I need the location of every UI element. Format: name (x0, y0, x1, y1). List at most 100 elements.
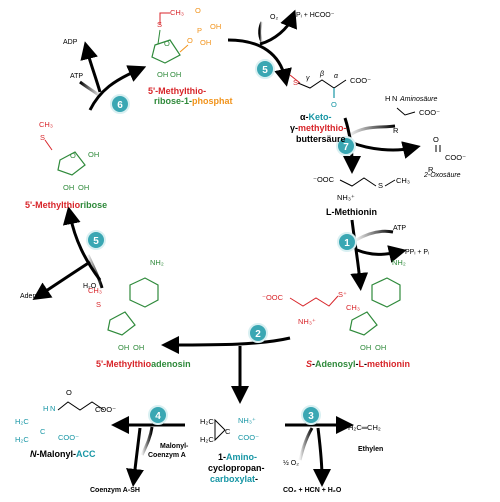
svg-text:OH: OH (200, 38, 211, 47)
svg-text:COO⁻: COO⁻ (58, 433, 79, 442)
svg-text:N: N (50, 404, 55, 413)
svg-text:H: H (385, 94, 390, 103)
svg-text:H₂C: H₂C (200, 435, 214, 444)
svg-text:NH₂: NH₂ (392, 258, 406, 267)
atp-label-1: ATP (393, 225, 406, 232)
malacc-structure: H₂C H₂C C H N O COO⁻ COO⁻ (15, 388, 116, 444)
kmb-name-line2: γ-methylthio- (290, 123, 347, 133)
svg-text:R: R (428, 165, 434, 174)
svg-text:γ: γ (306, 75, 310, 82)
ethylen-label: Ethylen (358, 446, 383, 453)
svg-text:H₂C: H₂C (15, 417, 29, 426)
svg-text:CH₃: CH₃ (88, 286, 102, 295)
svg-text:⁻OOC: ⁻OOC (262, 293, 284, 302)
svg-text:O: O (433, 135, 439, 144)
mtr-structure: CH₃ S O OH OH OH (39, 120, 99, 192)
mtr-name: 5'-Methylthioribose (25, 200, 107, 210)
svg-text:C: C (40, 427, 46, 436)
svg-text:OH: OH (88, 150, 99, 159)
svg-text:OH: OH (133, 343, 144, 352)
methionin-structure: ⁻OOC S CH₃ NH₃⁺ (313, 175, 410, 202)
step-5-left: 5 (86, 230, 106, 250)
svg-text:1: 1 (344, 238, 350, 249)
arrow-atp1-in (355, 229, 394, 242)
svg-text:C: C (225, 427, 231, 436)
svg-text:S⁺: S⁺ (338, 290, 347, 299)
svg-text:5: 5 (93, 236, 99, 247)
svg-text:COO⁻: COO⁻ (95, 405, 116, 414)
arrow-to-adp (80, 41, 102, 93)
half-o2-label: ½ O₂ (283, 459, 299, 467)
malonyl-coa-line2: Coenzym A (148, 452, 186, 459)
svg-text:O: O (331, 100, 337, 109)
svg-text:OH: OH (170, 70, 181, 79)
pi-hcoo-label: Pᵢ + HCOO⁻ (296, 12, 335, 19)
svg-text:COO⁻: COO⁻ (238, 433, 259, 442)
svg-text:NH₃⁺: NH₃⁺ (337, 193, 355, 202)
step-3: 3 (301, 405, 321, 425)
arrow-mtr-to-mtrp (88, 65, 147, 111)
arrow-aminosaeure-in (349, 124, 396, 137)
mtrp-structure: CH₃ S O OH OH O P O OH OH (151, 6, 221, 79)
mtrp-name-line2: ribose-1-phosphat (154, 96, 233, 106)
svg-text:S: S (378, 181, 383, 190)
acc-structure: H₂C H₂C C NH₃⁺ COO⁻ (200, 416, 259, 444)
svg-text:CH₃: CH₃ (170, 8, 184, 17)
arrow-to-oxosaeure (349, 140, 421, 159)
aminosaeure-label: Aminosäure (399, 96, 437, 103)
arrow-o2-in (258, 21, 264, 43)
arrow-to-pi-hcoo (259, 9, 298, 46)
arrow-atp6-in (79, 80, 101, 98)
oxosaeure-label: 2-Oxosäure (423, 172, 461, 179)
svg-text:α: α (334, 73, 339, 80)
co2-hcn-label: CO₂ + HCN + H₂O (283, 487, 342, 494)
adp-label: ADP (63, 39, 78, 46)
svg-text:2: 2 (255, 329, 261, 340)
arrow-mtrp-to-kmb (227, 38, 292, 87)
svg-text:CH₃: CH₃ (346, 303, 360, 312)
adenin-label: Adenin (20, 293, 42, 300)
svg-text:OH: OH (63, 183, 74, 192)
arrow-to-ppi-pi (356, 245, 407, 263)
step-7: 7 (336, 136, 356, 156)
step-4: 4 (148, 405, 168, 425)
aminosaeure-structure: H N COO⁻ R (385, 94, 440, 135)
ethylen-formula: H₂C═CH₂ (348, 423, 381, 432)
svg-text:N: N (392, 94, 397, 103)
svg-text:⁻OOC: ⁻OOC (313, 175, 335, 184)
svg-text:O: O (164, 39, 170, 48)
malonyl-coa-line1: Malonyl- (160, 443, 189, 450)
ppi-pi-label: PPᵢ + Pᵢ (405, 249, 429, 256)
kmb-name-line3: buttersäure (296, 134, 346, 144)
sam-name: S-Adenosyl-L-methionin (306, 359, 410, 369)
svg-text:β: β (319, 71, 324, 78)
malacc-name: N-Malonyl-ACC (30, 449, 96, 459)
svg-text:S: S (96, 300, 101, 309)
acc-name-line3: carboxylat- (210, 474, 258, 484)
step-5-top: 5 (255, 59, 275, 79)
svg-text:H₂C: H₂C (15, 435, 29, 444)
svg-text:CH₃: CH₃ (39, 120, 53, 129)
svg-text:COO⁻: COO⁻ (350, 76, 371, 85)
step-1: 1 (337, 232, 357, 252)
svg-text:H₂C: H₂C (200, 417, 214, 426)
mta-name: 5'-Methylthioadenosin (96, 359, 191, 369)
acc-name-line1: 1-Amino- (218, 452, 257, 462)
svg-text:O: O (187, 36, 193, 45)
h2o-label: H₂O (83, 283, 97, 290)
coa-sh-label: Coenzym A-SH (90, 487, 140, 494)
svg-text:R: R (393, 126, 399, 135)
svg-text:OH: OH (360, 343, 371, 352)
svg-text:O: O (70, 151, 76, 160)
svg-text:CH₃: CH₃ (396, 176, 410, 185)
oxosaeure-structure: O COO⁻ R (428, 135, 466, 174)
acc-name-line2: cyclopropan- (208, 463, 265, 473)
svg-text:4: 4 (155, 411, 161, 422)
arrow-h2o-in (86, 254, 104, 289)
svg-text:S: S (40, 133, 45, 142)
atp-label-6: ATP (70, 73, 83, 80)
svg-text:COO⁻: COO⁻ (419, 108, 440, 117)
svg-text:O: O (66, 388, 72, 397)
svg-text:NH₃⁺: NH₃⁺ (298, 317, 316, 326)
